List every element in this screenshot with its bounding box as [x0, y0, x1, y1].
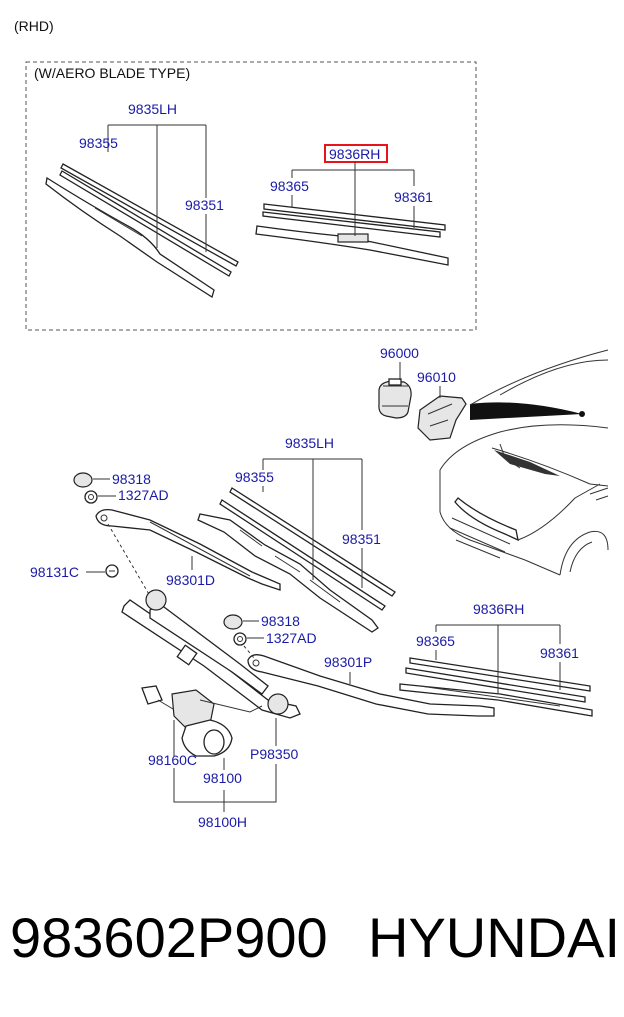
wiper-linkage [107, 523, 301, 719]
callout-aero-9835LH: 9835LH [107, 101, 207, 252]
nut-1327AD-a [84, 490, 98, 504]
callout-std-98365: 98365 [416, 633, 455, 649]
aero-blade-box [25, 61, 477, 331]
callout-98318-a: 98318 [112, 471, 151, 487]
callout-std-98361: 98361 [540, 645, 579, 661]
callout-98160C: 98160C [148, 752, 197, 768]
variant-label: (RHD) [14, 18, 54, 34]
svg-text:9836RH: 9836RH [329, 146, 380, 162]
callout-std-98351: 98351 [342, 531, 381, 547]
part-number: 983602P900 [10, 906, 328, 969]
car-illustration [439, 349, 609, 576]
svg-text:9836RH: 9836RH [473, 601, 524, 617]
wiper-motor-98100 [141, 685, 263, 757]
callout-98131C: 98131C [30, 564, 79, 580]
bolt-98131C [105, 564, 119, 578]
wiper-arm-98301D [95, 508, 281, 591]
svg-text:98100H: 98100H [198, 814, 247, 830]
sensor-cover-96010 [417, 395, 467, 441]
callout-aero-98351: 98351 [185, 197, 224, 213]
cap-98318-b [223, 614, 243, 630]
parts-diagram: (RHD) (W/AERO BLADE TYPE) 9835LH 98355 9… [14, 18, 609, 830]
aero-lh-blade [45, 163, 239, 299]
callout-std-98355: 98355 [235, 469, 274, 485]
callout-aero-98361: 98361 [394, 189, 433, 205]
callout-98100H: 98100H [173, 764, 277, 830]
callout-aero-98365: 98365 [270, 178, 309, 194]
callout-98301P: 98301P [324, 654, 372, 670]
callout-std-9836RH: 9836RH [435, 601, 561, 694]
svg-text:9835LH: 9835LH [128, 101, 177, 117]
callout-aero-98355: 98355 [79, 135, 118, 151]
nut-1327AD-b [233, 632, 247, 646]
callout-P98350: P98350 [250, 746, 298, 762]
callout-96000: 96000 [380, 345, 419, 361]
aero-rh-blade [255, 203, 449, 266]
callout-98318-b: 98318 [261, 613, 300, 629]
rain-sensor-96000 [378, 378, 412, 419]
highlight-box [324, 144, 388, 163]
wiper-arm-98301P [243, 645, 495, 717]
callout-96010: 96010 [417, 369, 456, 385]
aero-box-title: (W/AERO BLADE TYPE) [34, 65, 190, 81]
svg-text:9835LH: 9835LH [285, 435, 334, 451]
callout-std-9835LH: 9835LH [262, 435, 363, 588]
callout-aero-9836RH: 9836RH [291, 144, 415, 236]
callout-1327AD-a: 1327AD [118, 487, 169, 503]
brand-name: HYUNDAI [368, 906, 621, 969]
std-rh-blade [399, 657, 593, 717]
cap-98318-a [73, 472, 93, 488]
callout-98100: 98100 [203, 770, 242, 786]
footer: 983602P900 HYUNDAI [0, 905, 624, 985]
std-lh-blade [197, 487, 396, 633]
callout-98301D: 98301D [166, 572, 215, 588]
callout-1327AD-b: 1327AD [266, 630, 317, 646]
